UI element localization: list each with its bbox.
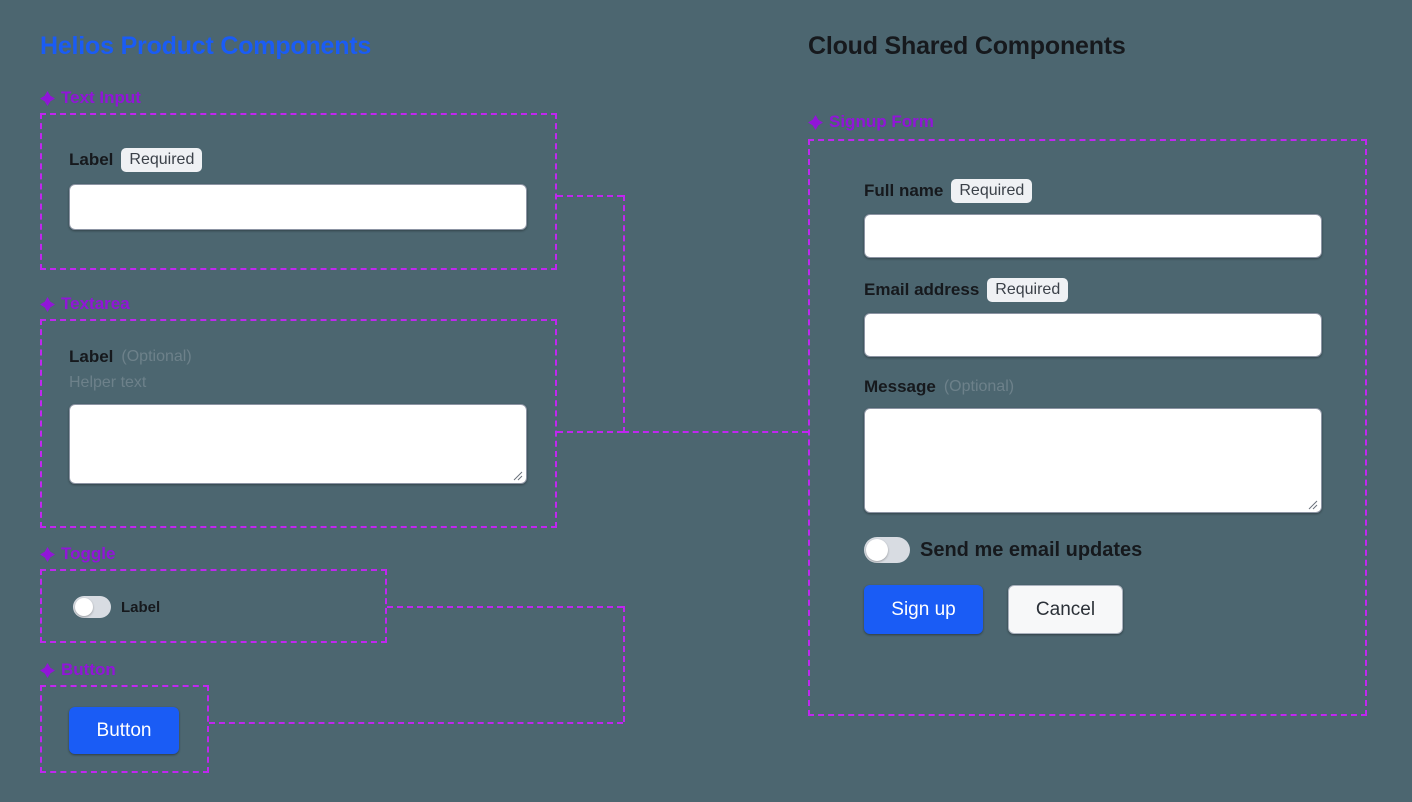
textarea-helper-text: Helper text bbox=[69, 374, 147, 391]
signup-email-label: Email address bbox=[864, 280, 980, 300]
signup-name-label: Full name bbox=[864, 181, 944, 201]
section-label-text-input: Text Input bbox=[40, 88, 141, 108]
required-badge: Required bbox=[987, 278, 1069, 303]
connector-toggle-h1 bbox=[387, 606, 623, 608]
section-label-textarea: Textarea bbox=[40, 294, 130, 314]
toggle-row: Label bbox=[73, 596, 160, 618]
toggle-switch[interactable] bbox=[73, 596, 111, 618]
signup-message-group: Message (Optional) bbox=[864, 377, 1322, 514]
section-label-text: Button bbox=[61, 660, 116, 679]
section-label-text: Signup Form bbox=[829, 112, 934, 131]
toggle-knob bbox=[75, 598, 93, 616]
required-badge: Required bbox=[121, 148, 203, 173]
diamond-icon bbox=[40, 90, 55, 106]
subscribe-toggle-switch[interactable] bbox=[864, 537, 910, 564]
diamond-icon bbox=[40, 296, 55, 312]
connector-text-input-v bbox=[623, 195, 625, 433]
toggle-label: Label bbox=[121, 598, 161, 616]
component-frame-toggle: Label bbox=[40, 569, 387, 643]
signup-name-label-row: Full name Required bbox=[864, 179, 1322, 204]
required-badge: Required bbox=[951, 179, 1033, 204]
cancel-button[interactable]: Cancel bbox=[1008, 585, 1123, 635]
component-frame-button: Button bbox=[40, 685, 209, 773]
signup-email-group: Email address Required bbox=[864, 278, 1322, 358]
diamond-icon bbox=[808, 114, 823, 130]
sign-up-button[interactable]: Sign up bbox=[864, 585, 983, 635]
signup-message-textarea[interactable] bbox=[864, 408, 1322, 514]
signup-actions: Sign up Cancel bbox=[864, 585, 1322, 635]
section-label-text: Textarea bbox=[61, 294, 130, 313]
section-label-toggle: Toggle bbox=[40, 544, 115, 564]
component-frame-textarea: Label (Optional) Helper text bbox=[40, 319, 557, 528]
text-input-field[interactable] bbox=[69, 184, 527, 231]
component-frame-signup-form: Full name Required Email address Require… bbox=[808, 139, 1367, 716]
signup-name-group: Full name Required bbox=[864, 179, 1322, 259]
resize-grip-icon bbox=[513, 471, 523, 481]
section-label-signup-form: Signup Form bbox=[808, 112, 934, 132]
connector-button-h1 bbox=[209, 722, 623, 724]
signup-message-label: Message bbox=[864, 377, 936, 397]
section-label-button: Button bbox=[40, 660, 116, 680]
textarea-label: Label bbox=[69, 347, 114, 366]
section-label-text: Toggle bbox=[61, 544, 116, 563]
signup-email-label-row: Email address Required bbox=[864, 278, 1322, 303]
section-label-text: Text Input bbox=[61, 88, 141, 107]
diamond-icon bbox=[40, 662, 55, 678]
signup-message-label-row: Message (Optional) bbox=[864, 377, 1322, 397]
cloud-panel-title: Cloud Shared Components bbox=[808, 32, 1126, 60]
diamond-icon bbox=[40, 546, 55, 562]
textarea-label-row: Label (Optional) bbox=[69, 347, 527, 367]
connector-trunk-to-signup bbox=[623, 431, 808, 433]
connector-text-input-h1 bbox=[557, 195, 623, 197]
resize-grip-icon bbox=[1308, 501, 1318, 510]
subscribe-toggle-label: Send me email updates bbox=[920, 538, 1143, 561]
demo-button[interactable]: Button bbox=[69, 707, 179, 754]
optional-tag: (Optional) bbox=[121, 348, 192, 365]
connector-toggle-v bbox=[623, 606, 625, 722]
text-input-label-row: Label Required bbox=[69, 148, 527, 173]
signup-email-input[interactable] bbox=[864, 313, 1322, 358]
helios-panel-title: Helios Product Components bbox=[40, 32, 372, 60]
text-input-label: Label bbox=[69, 150, 114, 170]
optional-tag: (Optional) bbox=[943, 378, 1015, 396]
signup-name-input[interactable] bbox=[864, 214, 1322, 259]
textarea-field[interactable] bbox=[69, 404, 527, 484]
signup-subscribe-row: Send me email updates bbox=[864, 537, 1322, 564]
component-frame-text-input: Label Required bbox=[40, 113, 557, 270]
toggle-knob bbox=[866, 539, 888, 562]
connector-textarea-h1 bbox=[557, 431, 623, 433]
